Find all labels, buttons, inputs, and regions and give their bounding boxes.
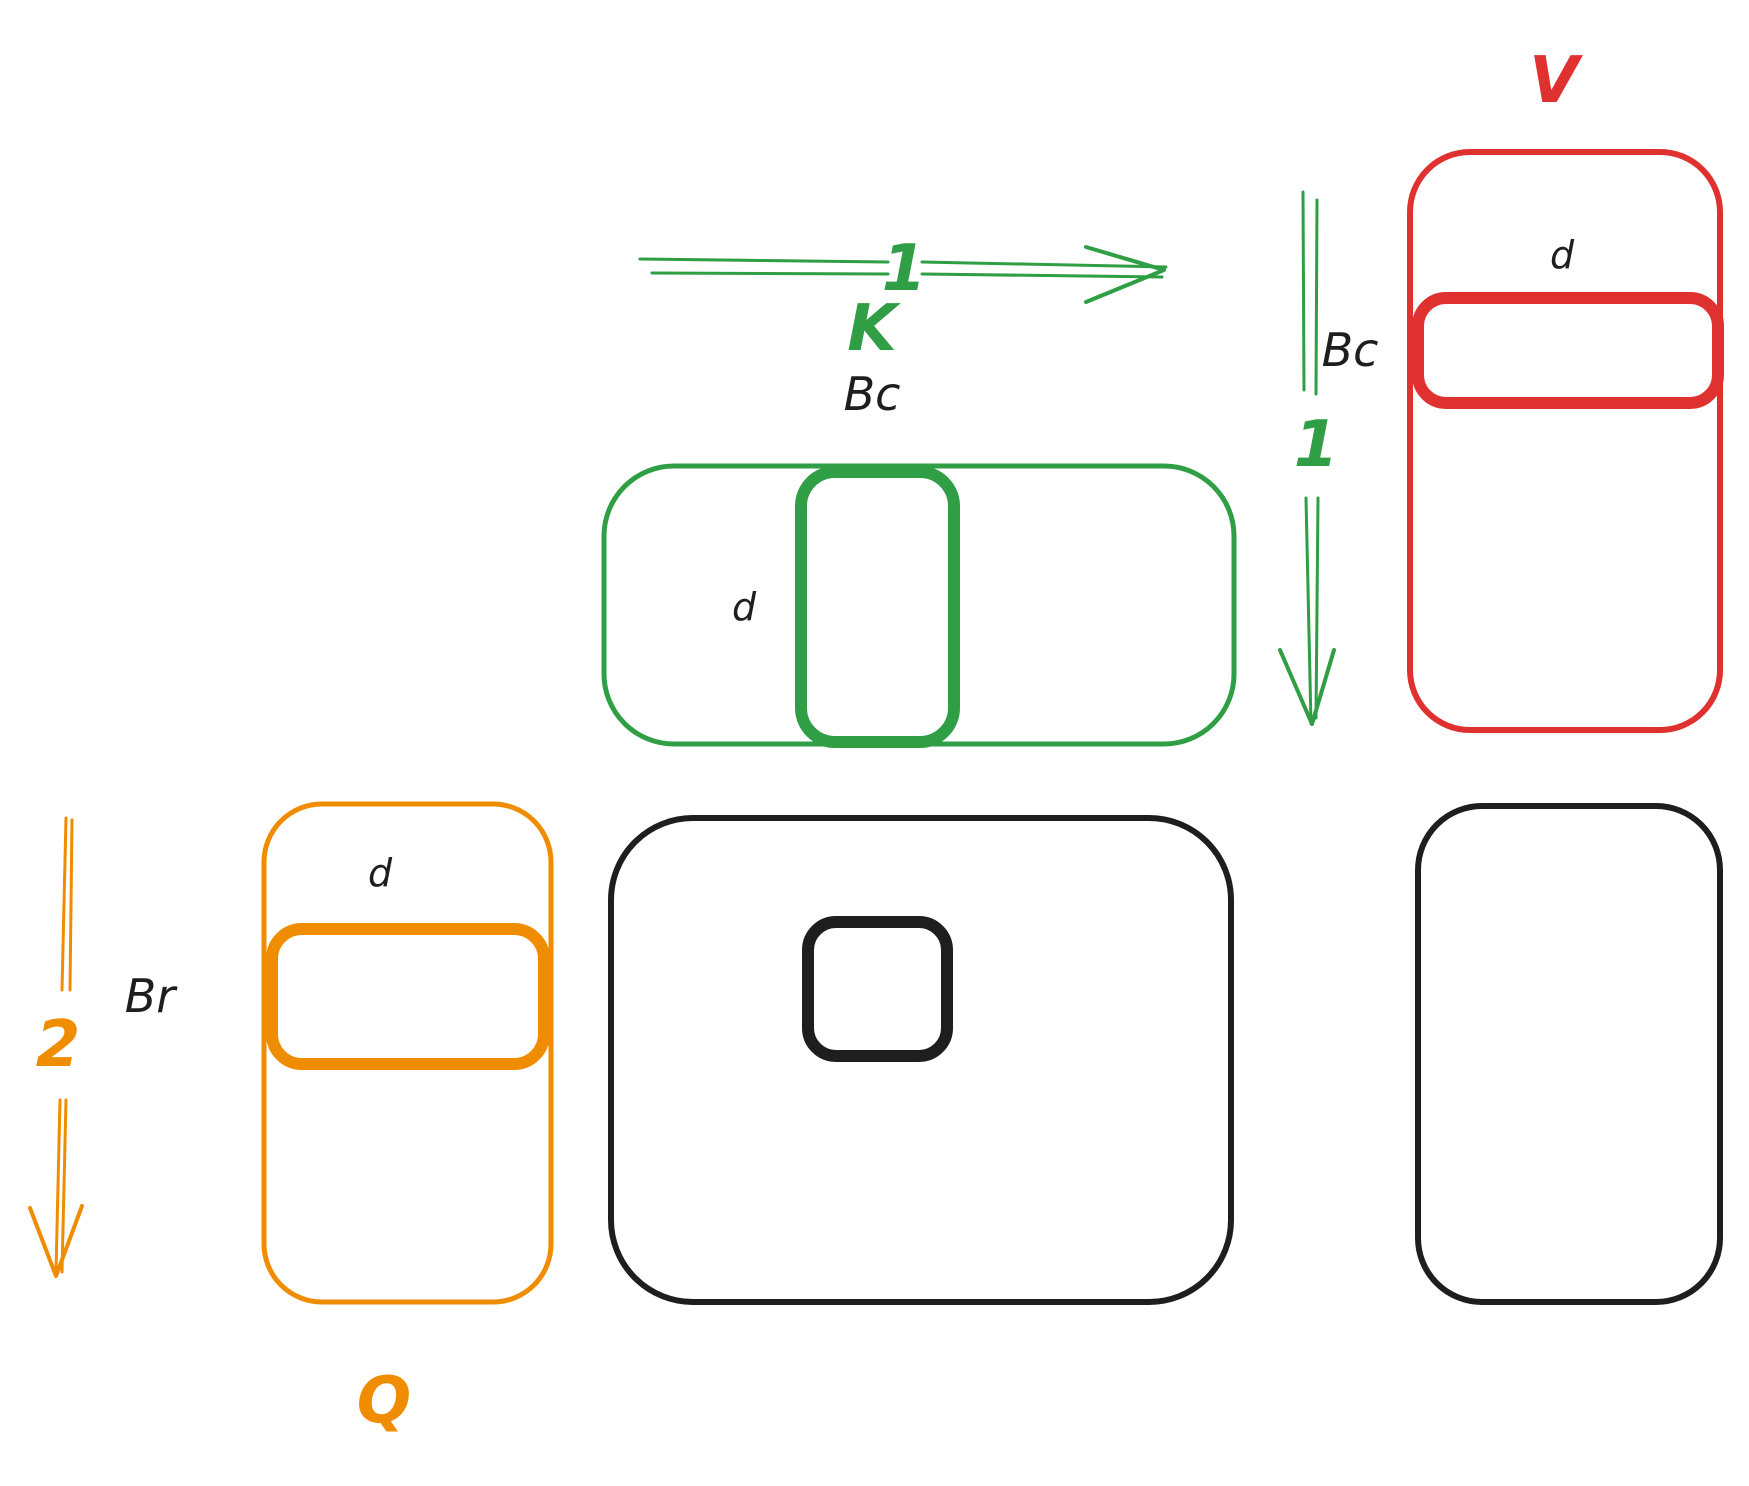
v-iteration-arrow: 1: [1278, 190, 1339, 726]
k-matrix: [601, 463, 1237, 747]
output-matrix: [1415, 803, 1723, 1305]
q-block: [266, 923, 550, 1070]
k-arrow-head: [1084, 245, 1166, 304]
v-arrow-head: [1278, 648, 1336, 726]
q-arrow-head: [28, 1204, 84, 1278]
v-dim-label: d: [1550, 233, 1575, 277]
k-iteration-arrow: 1: [638, 232, 1168, 306]
v-arrow-shaft-top: [1301, 190, 1319, 396]
q-dim-label: d: [368, 851, 393, 895]
scores-block: [802, 916, 953, 1062]
k-dim-label: d: [732, 585, 757, 629]
q-block-label: Br: [125, 969, 179, 1023]
k-arrow-shaft-right: [920, 260, 1168, 279]
k-block: [795, 466, 960, 748]
q-step-label: 2: [36, 1008, 81, 1082]
v-arrow-shaft-bottom: [1304, 496, 1320, 726]
scores-matrix: [608, 815, 1234, 1305]
v-block-label: Bc: [1322, 323, 1379, 377]
v-block: [1412, 292, 1724, 409]
v-matrix-group: d Bc V: [1322, 44, 1724, 733]
output-matrix-group: [1415, 803, 1723, 1305]
k-block-label: Bc: [844, 367, 901, 421]
k-arrow-shaft-left: [638, 257, 890, 276]
q-matrix: [261, 801, 554, 1305]
q-matrix-label: Q: [357, 1364, 411, 1438]
q-arrow-shaft-top: [60, 816, 74, 992]
k-step-label: 1: [882, 232, 927, 306]
q-matrix-group: d Br Q: [125, 801, 554, 1438]
k-matrix-label: K: [847, 292, 901, 366]
v-matrix: [1407, 149, 1723, 733]
v-matrix-label: V: [1529, 44, 1583, 118]
q-arrow-shaft-bottom: [54, 1098, 68, 1274]
k-matrix-group: d Bc K: [601, 292, 1237, 748]
q-iteration-arrow: 2: [28, 816, 84, 1278]
v-step-label: 1: [1294, 408, 1339, 482]
scores-matrix-group: [608, 815, 1234, 1305]
